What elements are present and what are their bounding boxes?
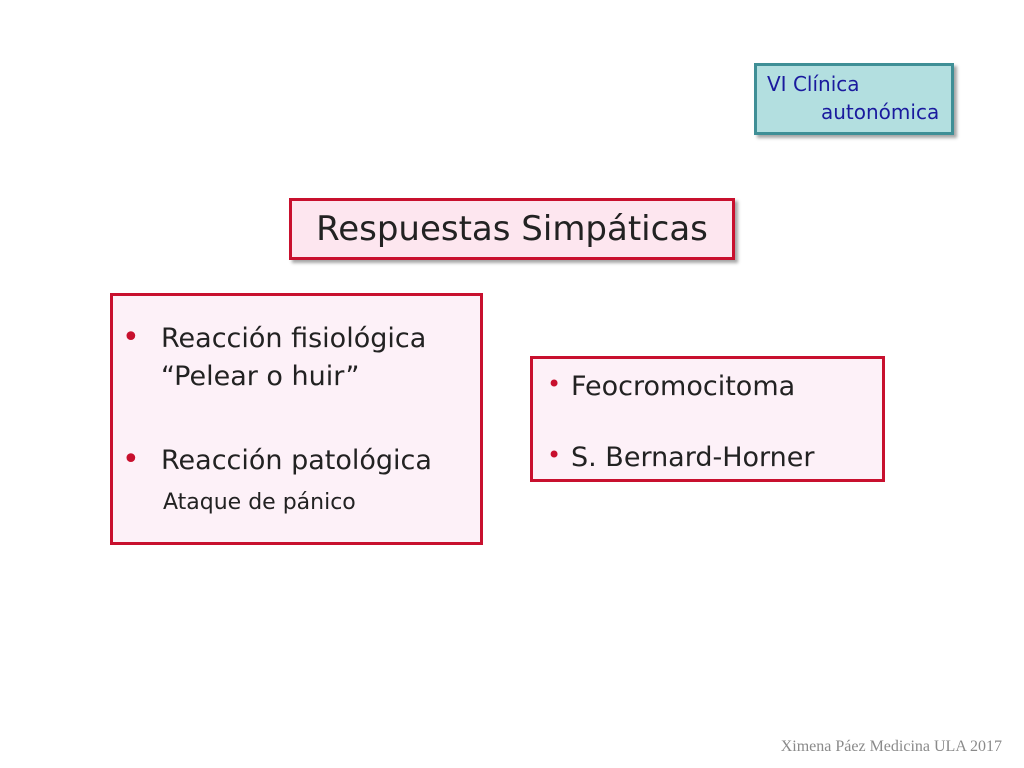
- list-item-physiological: Reacción fisiológica “Pelear o huir”: [161, 320, 426, 396]
- footer-credit: Ximena Páez Medicina ULA 2017: [780, 738, 1002, 755]
- list-item-line: Reacción fisiológica: [161, 323, 427, 354]
- slide-title: Respuestas Simpáticas: [289, 198, 735, 260]
- section-tag-line2: autonómica: [821, 100, 940, 124]
- bullet-icon: •: [547, 441, 562, 469]
- list-item-subtext: Ataque de pánico: [163, 490, 356, 515]
- bullet-icon: •: [122, 442, 140, 477]
- list-item-line: Reacción patológica: [161, 445, 432, 476]
- list-item-line: “Pelear o huir”: [161, 361, 360, 392]
- list-item-pheochromocytoma: Feocromocitoma: [571, 371, 796, 402]
- right-content-box: • Feocromocitoma • S. Bernard-Horner: [530, 356, 885, 482]
- list-item-bernard-horner: S. Bernard-Horner: [571, 442, 815, 473]
- section-tag-line1: VI Clínica: [767, 72, 860, 96]
- section-tag: VI Clínica autonómica: [754, 63, 954, 135]
- list-item-pathological: Reacción patológica: [161, 442, 432, 480]
- bullet-icon: •: [122, 320, 140, 355]
- bullet-icon: •: [547, 370, 562, 398]
- left-content-box: • Reacción fisiológica “Pelear o huir” •…: [110, 293, 483, 545]
